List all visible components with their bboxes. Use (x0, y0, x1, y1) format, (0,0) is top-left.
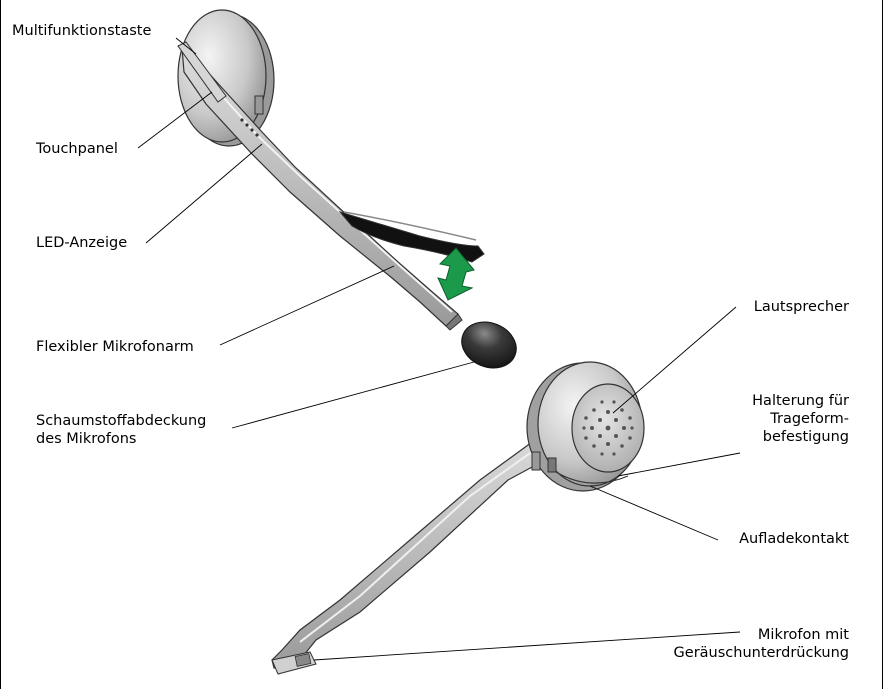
label-mikrofon-line1: Mikrofon mit (674, 626, 849, 644)
label-multifunktionstaste: Multifunktionstaste (12, 22, 151, 40)
label-lautsprecher: Lautsprecher (754, 298, 849, 316)
leader-lautsprecher (613, 307, 736, 413)
label-led-anzeige: LED-Anzeige (36, 234, 127, 252)
label-flexibler-mikrofonarm: Flexibler Mikrofonarm (36, 338, 194, 356)
label-halterung-line2: Trageform- (752, 410, 849, 428)
label-halterung-line1: Halterung für (752, 392, 849, 410)
leader-aufladekontakt (590, 486, 718, 540)
side-connector (255, 96, 263, 114)
label-aufladekontakt: Aufladekontakt (739, 530, 849, 548)
label-schaumstoff-line1: Schaumstoffabdeckung (36, 412, 206, 430)
top-headset (178, 10, 484, 330)
bottom-headset (272, 362, 644, 674)
leader-led (146, 144, 262, 243)
foam-cover (455, 314, 523, 376)
side-connector-bottom (532, 452, 540, 470)
label-mikrofon: Mikrofon mit Geräuschunterdrückung (674, 626, 849, 662)
charging-contact (548, 458, 556, 472)
label-halterung: Halterung für Trageform- befestigung (752, 392, 849, 446)
top-boom-arm (182, 48, 458, 326)
label-schaumstoff: Schaumstoffabdeckung des Mikrofons (36, 412, 206, 448)
label-mikrofon-line2: Geräuschunterdrückung (674, 644, 849, 662)
label-halterung-line3: befestigung (752, 428, 849, 446)
leader-mikrofonarm (220, 266, 394, 345)
label-touchpanel: Touchpanel (36, 140, 118, 158)
label-schaumstoff-line2: des Mikrofons (36, 430, 206, 448)
leader-halterung (618, 453, 740, 476)
leader-schaumstoff (232, 362, 474, 428)
bottom-boom-arm (272, 430, 560, 670)
